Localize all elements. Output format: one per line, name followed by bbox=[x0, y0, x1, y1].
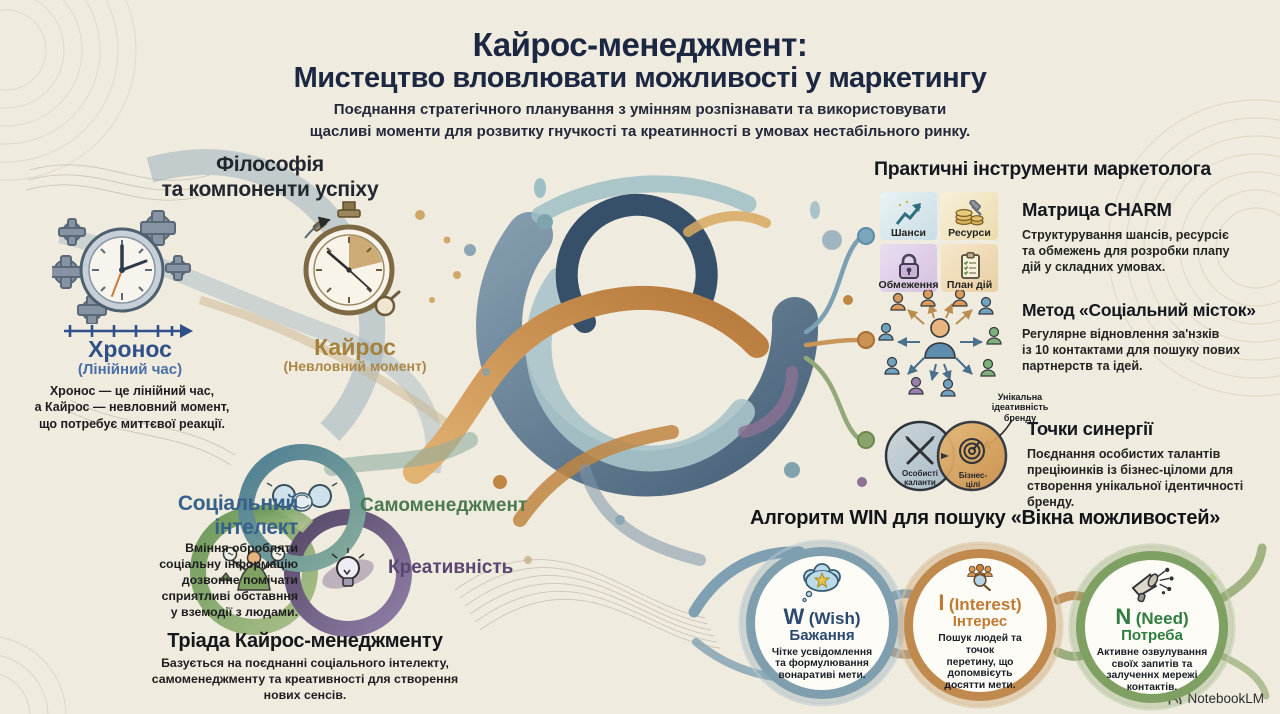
charm-label-resources: Ресурси bbox=[948, 226, 991, 239]
brand-name: NotebookLM bbox=[1187, 691, 1264, 706]
page-title-line1: Кайрос-менеджмент: bbox=[472, 26, 808, 63]
charm-quadrant-plan: План дій bbox=[941, 244, 998, 292]
win-heading: Алгоритм WIN для пошуку «Вікна можливост… bbox=[749, 507, 1221, 529]
concentric-arcs-topleft bbox=[0, 0, 137, 181]
win-w-name: Бажання bbox=[789, 627, 855, 644]
win-n-letter-row: N (Need) bbox=[1115, 606, 1188, 628]
win-circle-wish: W (Wish) Бажання Чітке усвідомлення та ф… bbox=[755, 556, 889, 690]
charm-quadrant-resources: Ресурси bbox=[941, 192, 998, 240]
coins-hammer-icon bbox=[954, 199, 984, 225]
kairos-label: Кайрос bbox=[314, 334, 396, 360]
win-circle-need: N (Need) Потреба Активне озвулування сво… bbox=[1085, 560, 1219, 694]
tool3-title: Точки синергії bbox=[1027, 418, 1153, 439]
charm-label-chances: Шанси bbox=[890, 226, 927, 239]
megaphone-network-icon bbox=[1131, 567, 1174, 603]
tool3-description: Поєднання особистих талантів преціюинків… bbox=[1027, 447, 1244, 509]
thin-wave-fan bbox=[25, 164, 721, 649]
win-w-latin: (Wish) bbox=[808, 609, 861, 628]
wish-cloud-star-icon bbox=[802, 563, 841, 603]
creativity-icon bbox=[322, 548, 374, 589]
notebooklm-icon bbox=[1169, 694, 1182, 705]
social-intellect-title: Соціальний інтелект bbox=[177, 492, 298, 540]
tools-heading: Практичні інструменти маркетолога bbox=[874, 158, 1211, 180]
win-n-name: Потреба bbox=[1121, 627, 1183, 645]
clipboard-icon bbox=[960, 251, 980, 279]
chronos-sublabel: (Лінійний час) bbox=[77, 361, 183, 378]
tool2-title: Метод «Соціальний місток» bbox=[1022, 300, 1256, 320]
tool1-title: Матрица CHARM bbox=[1022, 199, 1172, 220]
target-glyph bbox=[959, 438, 985, 464]
triad-rings bbox=[190, 444, 412, 637]
chronos-description: Хронос — це лінійний час, а Кайрос — нев… bbox=[34, 384, 230, 431]
timeline-arrow-icon bbox=[64, 324, 193, 338]
concentric-arcs-right bbox=[1107, 99, 1280, 397]
brand-footer: NotebookLM bbox=[1167, 691, 1264, 706]
droplets bbox=[415, 178, 867, 564]
venn-arrow bbox=[941, 453, 949, 459]
ribbon-left-3 bbox=[198, 295, 458, 434]
win-n-letter: N bbox=[1115, 604, 1132, 630]
philosophy-heading: Філософія та компоненти успіху bbox=[161, 153, 379, 202]
win-n-latin: (Need) bbox=[1135, 609, 1189, 629]
win-w-description: Чітке усвідомлення та формулювання вонар… bbox=[771, 646, 873, 682]
venn-left-label: Особисті каланти bbox=[901, 469, 938, 487]
win-n-description: Активне озвулування своїх запитів та зал… bbox=[1096, 646, 1208, 694]
self-management-label: Самоменеджмент bbox=[360, 495, 528, 516]
charm-label-limits: Обмеження bbox=[878, 278, 939, 291]
central-vortex bbox=[324, 175, 819, 566]
win-w-letter-row: W (Wish) bbox=[784, 606, 861, 628]
dot-orange bbox=[857, 331, 875, 349]
contacts bbox=[878, 290, 1002, 397]
win-circle-interest: I (Interest) Інтерес Пошук людей та точо… bbox=[913, 558, 1047, 692]
arcs-bottomleft bbox=[0, 636, 67, 714]
clock-gears-icon bbox=[52, 210, 191, 324]
win-i-letter: I bbox=[938, 590, 945, 616]
win-i-letter-row: I (Interest) bbox=[938, 592, 1021, 614]
tool-connectors bbox=[803, 237, 861, 441]
people-magnifier-icon bbox=[967, 564, 993, 592]
charm-quadrant-chances: Шанси bbox=[880, 192, 937, 240]
page-subtitle: Поєднання стратегічного планування з умі… bbox=[309, 101, 971, 140]
win-i-latin: (Interest) bbox=[948, 595, 1022, 615]
charm-quadrant-limits: Обмеження bbox=[878, 244, 939, 292]
venn-right-label: Бізнес- цілі bbox=[958, 471, 988, 489]
creativity-label: Креативність bbox=[388, 557, 514, 578]
charm-label-plan: План дій bbox=[946, 278, 993, 291]
stopwatch-icon bbox=[303, 201, 401, 317]
growth-arrow-icon bbox=[895, 200, 921, 225]
lock-icon bbox=[898, 253, 919, 279]
dot-green bbox=[857, 431, 875, 449]
tool2-description: Регулярне відновлення за'нзків із 10 кон… bbox=[1022, 327, 1241, 373]
social-intellect-description: Вміння обробляти соціальну інформацію до… bbox=[159, 541, 298, 619]
social-intellect-icon bbox=[266, 482, 338, 512]
venn-synergy-icon bbox=[884, 420, 1008, 492]
triad-title: Тріада Кайрос-менеджменту bbox=[167, 630, 443, 652]
triad-description: Базується на поєднанні соціального інтел… bbox=[151, 656, 459, 702]
chronos-label: Хронос bbox=[88, 336, 172, 362]
tool1-description: Структурування шансів, ресурсіє та обмеж… bbox=[1022, 228, 1230, 274]
win-i-description: Пошук людей та точок перетину, що допомв… bbox=[938, 632, 1022, 692]
dot-blue bbox=[857, 227, 875, 245]
social-network-icon bbox=[878, 290, 1002, 397]
page-title-line2: Мистецтво вловлювати можливості у маркет… bbox=[293, 62, 987, 94]
brush-pencil-glyph bbox=[905, 436, 935, 465]
win-w-letter: W bbox=[783, 604, 805, 629]
kairos-sublabel: (Невловний момент) bbox=[283, 358, 427, 374]
self-management-icon bbox=[218, 546, 286, 591]
win-i-name: Інтерес bbox=[952, 613, 1008, 631]
center-person bbox=[924, 318, 956, 359]
venn-caption: Унікальна ідеативність бренду bbox=[991, 392, 1049, 423]
charm-matrix-icon: Шанси Ресурси Обмеження bbox=[878, 192, 998, 292]
